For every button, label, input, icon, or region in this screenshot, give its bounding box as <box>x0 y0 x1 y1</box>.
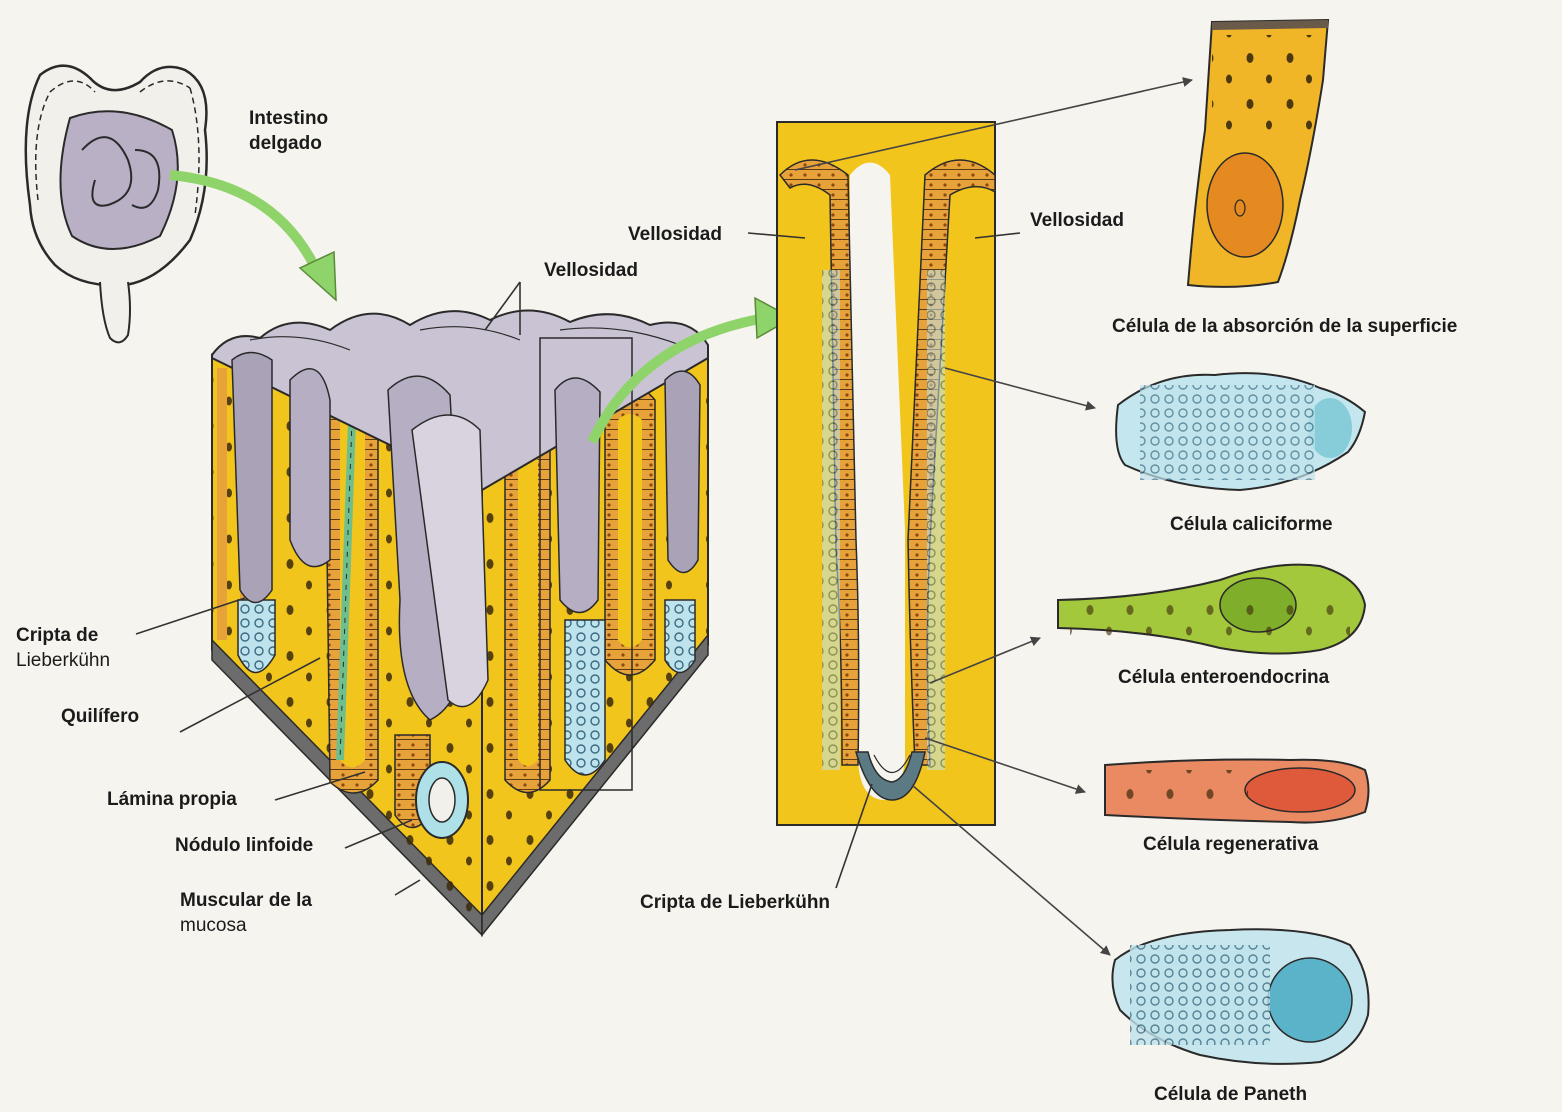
label-muscular-line2: mucosa <box>180 913 312 938</box>
regenerative-cell-illustration <box>1105 760 1369 823</box>
label-quilifero: Quilífero <box>61 704 139 729</box>
label-vellosidad-block: Vellosidad <box>544 258 638 283</box>
label-vellosidad-left: Vellosidad <box>628 222 722 247</box>
absorptive-cell-illustration <box>1188 20 1328 287</box>
small-intestine-illustration <box>26 66 207 343</box>
label-intestino-line2: delgado <box>249 131 328 156</box>
goblet-cell-illustration <box>1116 373 1365 490</box>
label-cripta-lieberkuhn-left: Cripta de Lieberkühn <box>16 623 110 673</box>
villus-section <box>777 122 995 825</box>
label-celula-absorcion: Célula de la absorción de la superficie <box>1112 314 1457 339</box>
label-cripta-lieberkuhn-center: Cripta de Lieberkühn <box>640 890 830 915</box>
label-cripta-line1: Cripta de <box>16 623 110 648</box>
label-celula-regenerativa: Célula regenerativa <box>1143 832 1318 857</box>
label-muscular-mucosa: Muscular de la mucosa <box>180 888 312 938</box>
label-intestino-line1: Intestino <box>249 106 328 131</box>
label-vellosidad-right: Vellosidad <box>1030 208 1124 233</box>
label-celula-caliciforme: Célula caliciforme <box>1170 512 1333 537</box>
label-muscular-line1: Muscular de la <box>180 888 312 913</box>
label-lamina-propia: Lámina propia <box>107 787 237 812</box>
label-celula-enteroendocrina: Célula enteroendocrina <box>1118 665 1329 690</box>
label-intestino-delgado: Intestino delgado <box>249 106 328 156</box>
paneth-cell-illustration <box>1112 929 1368 1064</box>
label-celula-paneth: Célula de Paneth <box>1154 1082 1307 1107</box>
label-cripta-line2: Lieberkühn <box>16 648 110 673</box>
enteroendocrine-cell-illustration <box>1058 565 1365 654</box>
label-nodulo-linfoide: Nódulo linfoide <box>175 833 313 858</box>
